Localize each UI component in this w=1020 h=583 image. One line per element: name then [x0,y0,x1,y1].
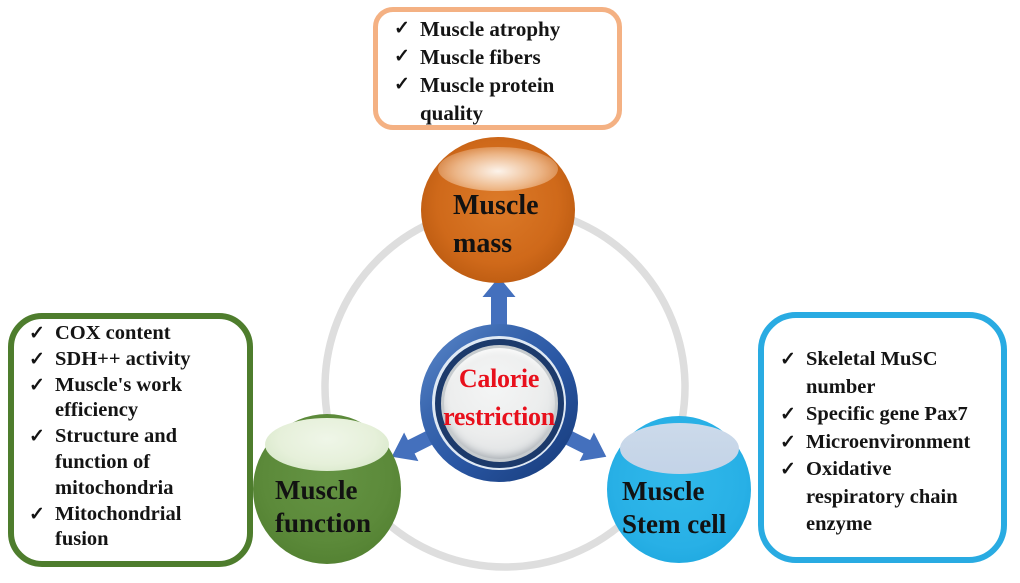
gloss-highlight [438,147,558,191]
list-item: ✓COX content [29,321,229,347]
node-muscle-stem-cell-label: Muscle Stem cell [622,476,727,539]
callout-muscle-mass: ✓Muscle atrophy ✓Muscle fibers ✓Muscle p… [373,7,622,130]
arrow-lower-right-icon [561,429,607,462]
node-muscle-function: Muscle function [253,414,401,564]
node-muscle-mass: Muscle mass [421,137,575,283]
center-node-label: Calorie restriction [443,364,555,431]
arrow-up-icon [482,277,516,330]
list-item: ✓Specific gene Pax7 [780,401,983,429]
callout-muscle-function: ✓COX content ✓SDH++ activity ✓Muscle's w… [8,313,253,567]
check-icon: ✓ [394,18,410,39]
check-icon: ✓ [394,74,410,95]
list-item: ✓Microenvironment [780,429,983,457]
list-item: ✓Skeletal MuSC number [780,348,938,398]
list-item: ✓SDH++ activity [29,347,229,373]
arrow-lower-left-icon [391,429,437,462]
check-icon: ✓ [29,348,45,370]
center-node-calorie-restriction: Calorie restriction [420,324,578,482]
check-icon: ✓ [29,323,45,344]
list-item: ✓Oxidative respiratory chain enzyme [780,458,958,535]
check-icon: ✓ [29,374,45,396]
node-muscle-mass-label: Muscle mass [453,190,539,259]
gloss-highlight [620,423,739,474]
check-icon: ✓ [780,349,796,370]
node-muscle-function-label: Muscle function [275,475,372,538]
check-icon: ✓ [29,426,45,448]
list-item: ✓Muscle atrophy [394,17,561,41]
list-item: ✓Mitochondrial fusion [29,502,182,551]
check-icon: ✓ [780,404,796,425]
list-item: ✓Structure and function of mitochondria [29,425,178,499]
list-item: ✓Muscle fibers [394,45,541,69]
list-item: ✓Muscle's work efficiency [29,373,182,422]
check-icon: ✓ [29,503,45,525]
check-icon: ✓ [780,431,796,453]
list-item: ✓Muscle protein quality [394,73,555,125]
check-icon: ✓ [780,459,796,480]
center-node-inner [434,338,564,468]
node-muscle-stem-cell: Muscle Stem cell [607,416,751,563]
check-icon: ✓ [394,46,410,67]
callout-muscle-stem-cell: ✓Skeletal MuSC number ✓Specific gene Pax… [758,312,1007,563]
gloss-highlight [265,418,389,471]
